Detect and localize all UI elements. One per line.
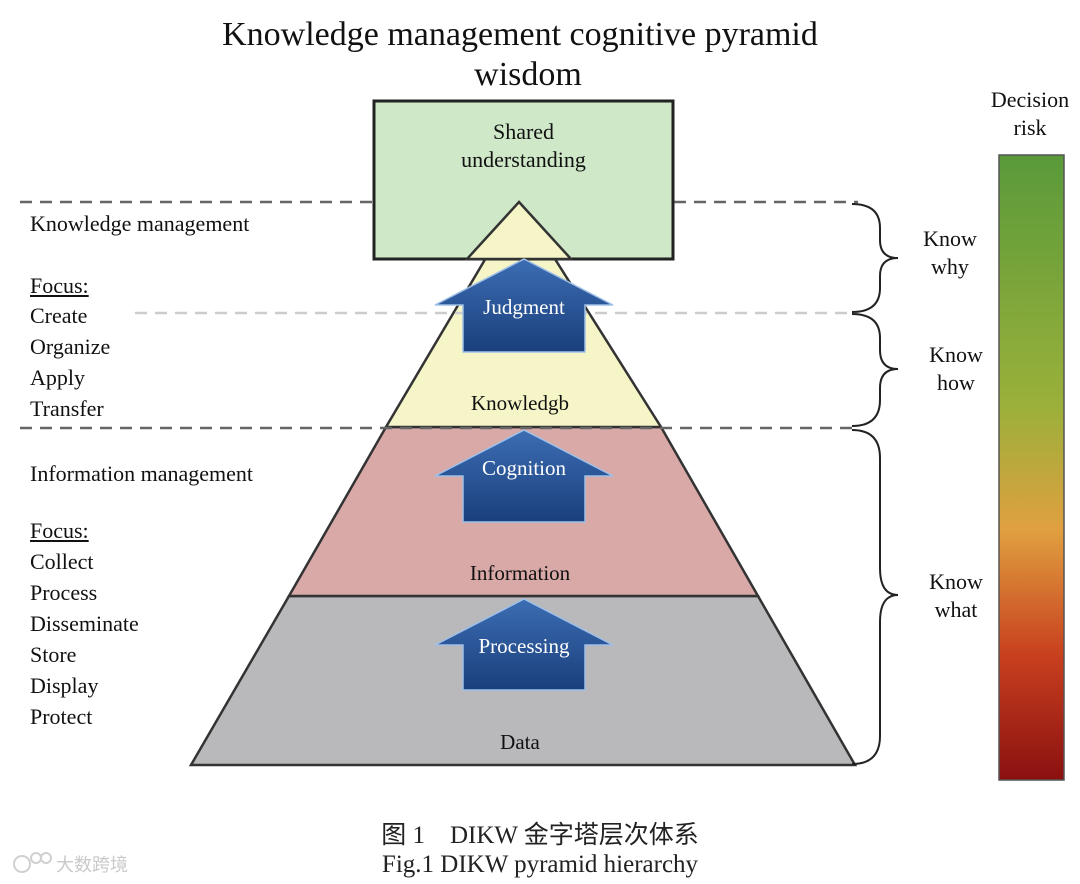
- top-box-label: Shared understanding: [461, 119, 586, 172]
- list-item: Transfer: [30, 396, 104, 421]
- list-item: Disseminate: [30, 611, 139, 636]
- list-item: Store: [30, 642, 77, 667]
- list-item: Organize: [30, 334, 111, 359]
- know-why-label: Know why: [923, 226, 977, 279]
- know-what-label: Know what: [929, 569, 983, 622]
- level-label-data: Data: [500, 730, 540, 754]
- list-item: Create: [30, 303, 88, 328]
- figure-caption-en: Fig.1 DIKW pyramid hierarchy: [381, 851, 699, 878]
- right-brace-icon: [851, 313, 899, 427]
- know-how-label: Know how: [929, 342, 983, 395]
- up-arrow-icon: [434, 429, 614, 523]
- right-brace-icon: [851, 203, 899, 313]
- km-focus-heading: Focus:: [30, 273, 89, 298]
- watermark-logo-icon: [13, 852, 52, 873]
- im-focus-heading: Focus:: [30, 518, 89, 543]
- level-label-knowledge: Knowledgb: [471, 391, 569, 415]
- watermark-text: 大数跨境: [56, 855, 128, 876]
- list-item: Display: [30, 673, 99, 698]
- figure-caption-cn: 图 1 DIKW 金字塔层次体系: [381, 822, 699, 849]
- pyramid-tip: [464, 200, 574, 261]
- up-arrow-icon: [434, 258, 614, 353]
- up-arrow-icon: [434, 598, 614, 691]
- km-title: Knowledge management: [30, 211, 250, 236]
- list-item: Apply: [30, 365, 85, 390]
- diagram-title: Knowledge management cognitive pyramid: [222, 16, 818, 53]
- arrow-label-processing: Processing: [478, 634, 570, 658]
- im-title: Information management: [30, 461, 253, 486]
- im-focus-list: Collect Process Disseminate Store Displa…: [30, 546, 139, 732]
- list-item: Process: [30, 580, 98, 605]
- list-item: Collect: [30, 549, 94, 574]
- level-label-information: Information: [469, 561, 571, 585]
- km-focus-list: Create Organize Apply Transfer: [30, 300, 110, 424]
- arrow-label-judgment: Judgment: [483, 295, 565, 319]
- decision-risk-label: Decision risk: [990, 87, 1070, 140]
- diagram-title-wisdom: wisdom: [474, 56, 582, 93]
- list-item: Protect: [30, 704, 93, 729]
- arrow-label-cognition: Cognition: [481, 456, 566, 480]
- decision-risk-bar: [998, 154, 1065, 781]
- right-brace-icon: [851, 429, 899, 765]
